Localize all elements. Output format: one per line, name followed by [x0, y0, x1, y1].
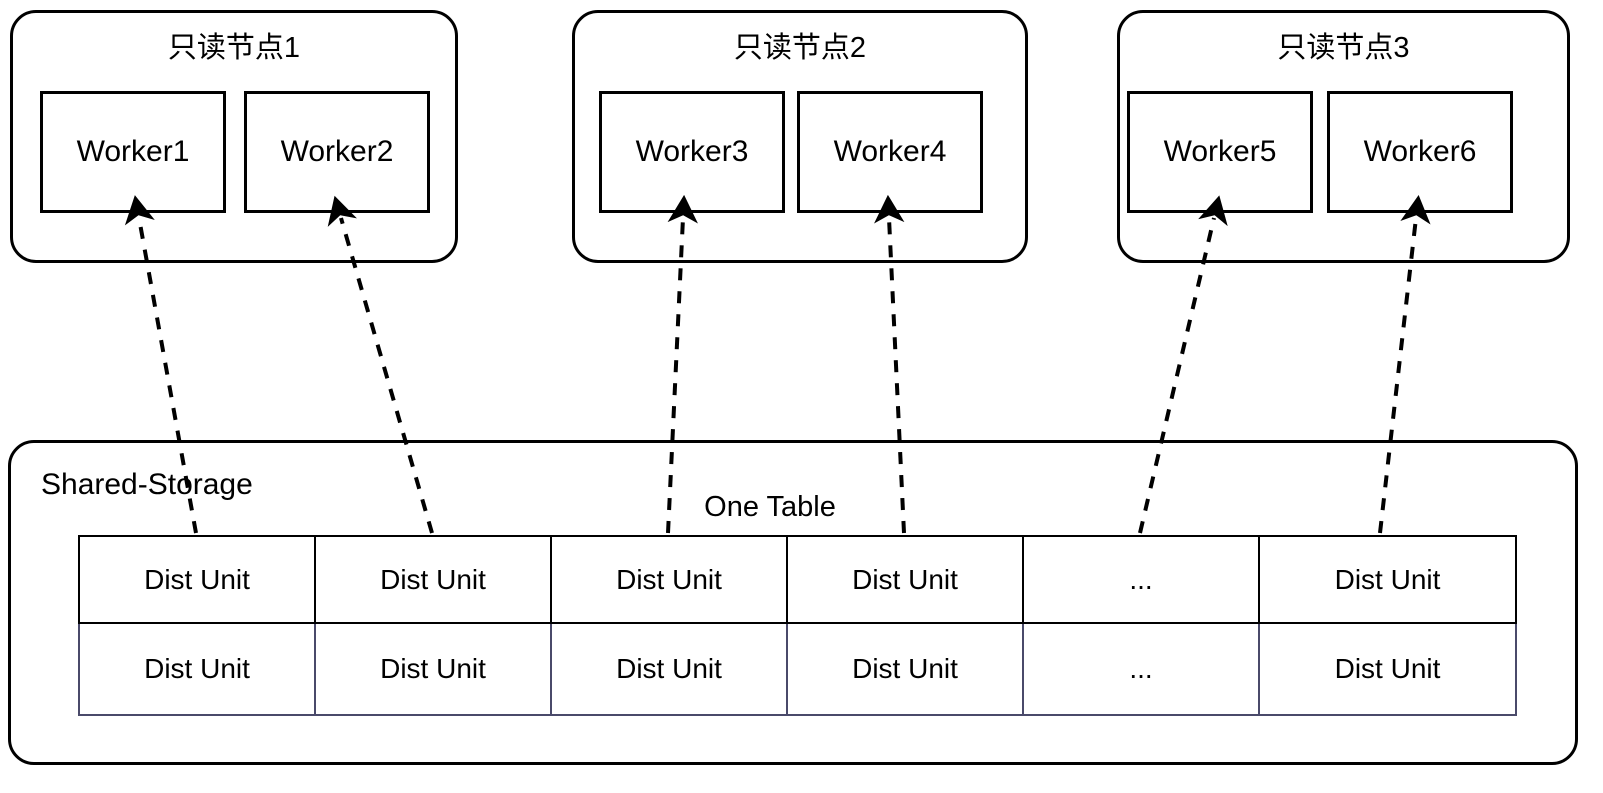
table-row: Dist Unit Dist Unit Dist Unit Dist Unit … — [78, 622, 1517, 716]
node-1-title: 只读节点1 — [167, 32, 301, 64]
read-only-node-1: 只读节点1 Worker1 Worker2 — [10, 10, 458, 263]
worker-box-worker6: Worker6 — [1327, 91, 1513, 213]
read-only-node-2: 只读节点2 Worker3 Worker4 — [572, 10, 1028, 263]
worker-label: Worker5 — [1163, 135, 1277, 168]
dist-unit-cell: Dist Unit — [786, 535, 1024, 624]
worker-label: Worker4 — [833, 135, 947, 168]
dist-unit-cell: Dist Unit — [78, 622, 316, 716]
dist-unit-ellipsis-cell: ... — [1022, 622, 1260, 716]
shared-storage-label: Shared-Storage — [41, 468, 253, 501]
worker-box-worker5: Worker5 — [1127, 91, 1313, 213]
dist-unit-cell: Dist Unit — [1258, 622, 1517, 716]
dist-unit-cell: Dist Unit — [78, 535, 316, 624]
worker-box-worker2: Worker2 — [244, 91, 430, 213]
dist-unit-cell: Dist Unit — [314, 535, 552, 624]
dist-unit-cell: Dist Unit — [786, 622, 1024, 716]
worker-label: Worker3 — [635, 135, 749, 168]
worker-label: Worker6 — [1363, 135, 1477, 168]
dist-unit-cell: Dist Unit — [550, 622, 788, 716]
dist-unit-cell: Dist Unit — [550, 535, 788, 624]
dist-unit-cell: Dist Unit — [1258, 535, 1517, 624]
one-table: Dist Unit Dist Unit Dist Unit Dist Unit … — [78, 535, 1517, 716]
worker-label: Worker2 — [280, 135, 394, 168]
one-table-caption: One Table — [704, 491, 836, 523]
read-only-node-3: 只读节点3 Worker5 Worker6 — [1117, 10, 1570, 263]
node-2-title: 只读节点2 — [733, 32, 867, 64]
worker-box-worker1: Worker1 — [40, 91, 226, 213]
dist-unit-ellipsis-cell: ... — [1022, 535, 1260, 624]
worker-label: Worker1 — [76, 135, 190, 168]
dist-unit-cell: Dist Unit — [314, 622, 552, 716]
worker-box-worker3: Worker3 — [599, 91, 785, 213]
table-row: Dist Unit Dist Unit Dist Unit Dist Unit … — [78, 535, 1517, 624]
node-3-title: 只读节点3 — [1277, 32, 1410, 64]
worker-box-worker4: Worker4 — [797, 91, 983, 213]
